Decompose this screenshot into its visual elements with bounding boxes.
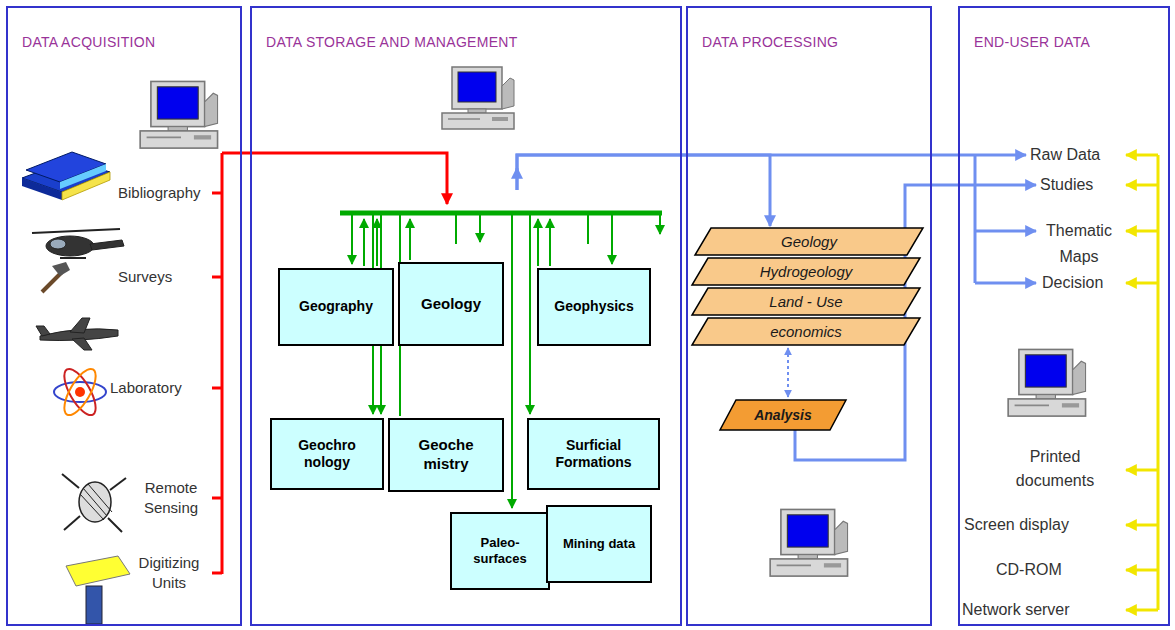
map-layer: Hydrogeology bbox=[692, 258, 920, 285]
computer-icon bbox=[140, 67, 1085, 576]
node-label: Surficial Formations bbox=[533, 437, 654, 472]
output-label: Thematic Maps bbox=[1036, 218, 1122, 270]
data-bus bbox=[340, 213, 662, 508]
flow-connector bbox=[787, 348, 789, 397]
output-label: Screen display bbox=[964, 515, 1069, 535]
hammer-icon bbox=[42, 262, 70, 292]
node-label: Analysis bbox=[754, 407, 812, 423]
output-label: Raw Data bbox=[1030, 145, 1100, 165]
map-layer: economics bbox=[692, 318, 920, 345]
data-box: Paleo- surfaces bbox=[450, 512, 550, 590]
stage-panel: DATA PROCESSING GeologyHydrogeologyLand -… bbox=[686, 6, 932, 626]
output-label: Network server bbox=[962, 600, 1070, 620]
data-box: Geoche mistry bbox=[388, 418, 504, 492]
data-box: Mining data bbox=[546, 505, 652, 583]
node-label: Land - Use bbox=[769, 293, 842, 310]
panel-heading: DATA PROCESSING bbox=[702, 34, 838, 50]
map-layer: Land - Use bbox=[692, 288, 920, 315]
digitizer-icon bbox=[66, 556, 130, 624]
panel-heading: END-USER DATA bbox=[974, 34, 1090, 50]
books-icon bbox=[22, 152, 110, 200]
source-label: Bibliography bbox=[118, 183, 201, 203]
data-box: Surficial Formations bbox=[527, 418, 660, 490]
media-bracket bbox=[1126, 155, 1158, 610]
flow-connector bbox=[517, 155, 770, 226]
analysis-layer: Analysis bbox=[720, 400, 846, 430]
airplane-icon bbox=[36, 318, 118, 350]
node-label: Paleo- surfaces bbox=[456, 535, 544, 568]
flow-connector bbox=[222, 153, 447, 204]
node-label: Hydrogeology bbox=[760, 263, 853, 280]
source-label: Digitizing Units bbox=[128, 553, 210, 593]
node-label: Mining data bbox=[563, 536, 635, 552]
output-label: CD-ROM bbox=[996, 560, 1062, 580]
satellite-icon bbox=[62, 474, 126, 532]
data-box: Geology bbox=[398, 262, 504, 346]
panel-heading: DATA ACQUISITION bbox=[22, 34, 155, 50]
helicopter-icon bbox=[32, 229, 124, 258]
source-label: Laboratory bbox=[110, 378, 182, 398]
atom-icon bbox=[54, 364, 106, 419]
output-label: Printed documents bbox=[1000, 445, 1110, 493]
node-label: Geography bbox=[299, 298, 373, 316]
acquisition-wire bbox=[212, 153, 222, 574]
data-box: Geochro nology bbox=[270, 418, 384, 490]
node-label: economics bbox=[770, 323, 842, 340]
node-label: Geology bbox=[421, 295, 481, 314]
panel-heading: DATA STORAGE AND MANAGEMENT bbox=[266, 34, 518, 50]
stage-panel: DATA STORAGE AND MANAGEMENT Geography Geol… bbox=[250, 6, 682, 626]
node-label: Geoche mistry bbox=[394, 436, 498, 474]
data-box: Geography bbox=[278, 268, 394, 346]
source-label: Surveys bbox=[118, 267, 172, 287]
source-label: Remote Sensing bbox=[132, 478, 210, 518]
map-layer: Geology bbox=[695, 228, 923, 255]
stage-panel: DATA ACQUISITION bbox=[6, 6, 242, 626]
node-label: Geophysics bbox=[554, 298, 633, 316]
stage-panel: END-USER DATA bbox=[958, 6, 1170, 626]
data-box: Geophysics bbox=[537, 268, 651, 346]
output-label: Decision bbox=[1042, 273, 1103, 293]
node-label: Geology bbox=[781, 233, 837, 250]
output-label: Studies bbox=[1040, 175, 1093, 195]
node-label: Geochro nology bbox=[276, 437, 378, 472]
